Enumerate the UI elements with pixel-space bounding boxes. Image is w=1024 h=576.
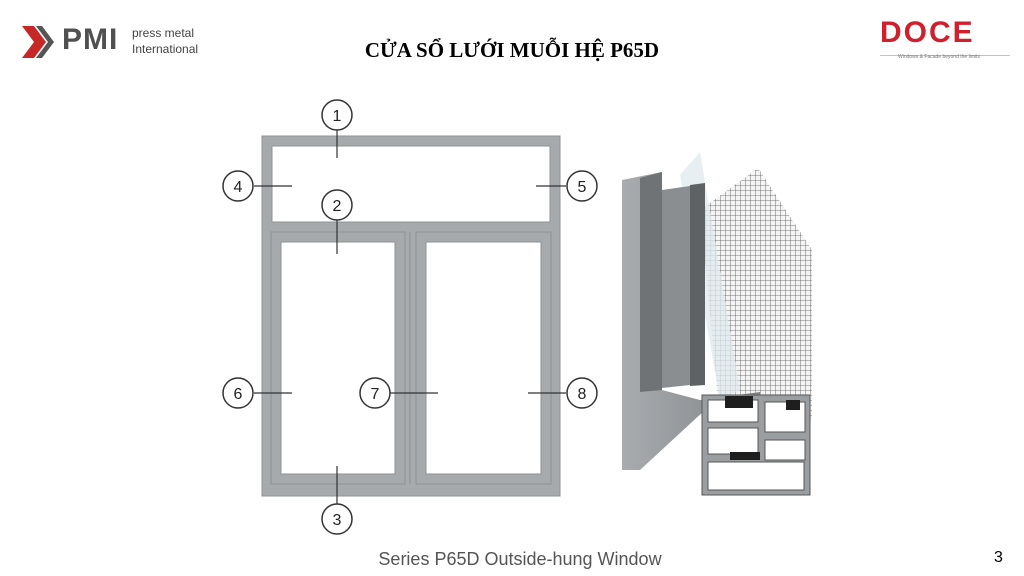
- page-number: 3: [994, 549, 1003, 566]
- callout-4: 4: [222, 170, 254, 202]
- callout-4-label: 4: [234, 179, 243, 196]
- callout-8-label: 8: [578, 386, 587, 403]
- page-title: CỬA SỔ LƯỚI MUỖI HỆ P65D: [364, 38, 660, 62]
- slide-caption: Series P65D Outside-hung Window: [378, 549, 662, 569]
- pmi-line2: International: [132, 42, 199, 56]
- doce-logo: DOCE Windows & Facade beyond the limits: [880, 16, 1010, 64]
- callout-5: 5: [566, 170, 598, 202]
- right-sash-glass: [425, 241, 542, 475]
- doce-divider: [880, 55, 1010, 56]
- callout-3-label: 3: [333, 512, 342, 529]
- callout-7: 7: [359, 377, 391, 409]
- doce-wordmark: DOCE: [880, 16, 975, 49]
- window-diagram: 1 2 3 4 5 6 7 8: [222, 99, 598, 535]
- callout-1: 1: [321, 99, 353, 131]
- right-sash-frame: [415, 231, 552, 485]
- callout-2: 2: [321, 189, 353, 221]
- left-sash-glass: [280, 241, 396, 475]
- callout-6: 6: [222, 377, 254, 409]
- profile-cutaway-image: [622, 152, 812, 496]
- transom-glass: [271, 145, 551, 223]
- left-sash-frame: [270, 231, 406, 485]
- callout-2-label: 2: [333, 198, 342, 215]
- pmi-line1: press metal: [132, 26, 195, 40]
- pmi-logo: PMI press metal International: [22, 23, 207, 62]
- callout-6-label: 6: [234, 386, 243, 403]
- doce-tagline: Windows & Facade beyond the limits: [898, 54, 980, 60]
- callout-7-label: 7: [371, 386, 380, 403]
- pmi-wordmark: PMI: [62, 23, 119, 56]
- callout-3: 3: [321, 503, 353, 535]
- callout-8: 8: [566, 377, 598, 409]
- pmi-stripes-icon: [22, 26, 54, 58]
- callout-5-label: 5: [578, 179, 587, 196]
- leader-lines: [254, 130, 566, 504]
- callout-1-label: 1: [333, 108, 342, 125]
